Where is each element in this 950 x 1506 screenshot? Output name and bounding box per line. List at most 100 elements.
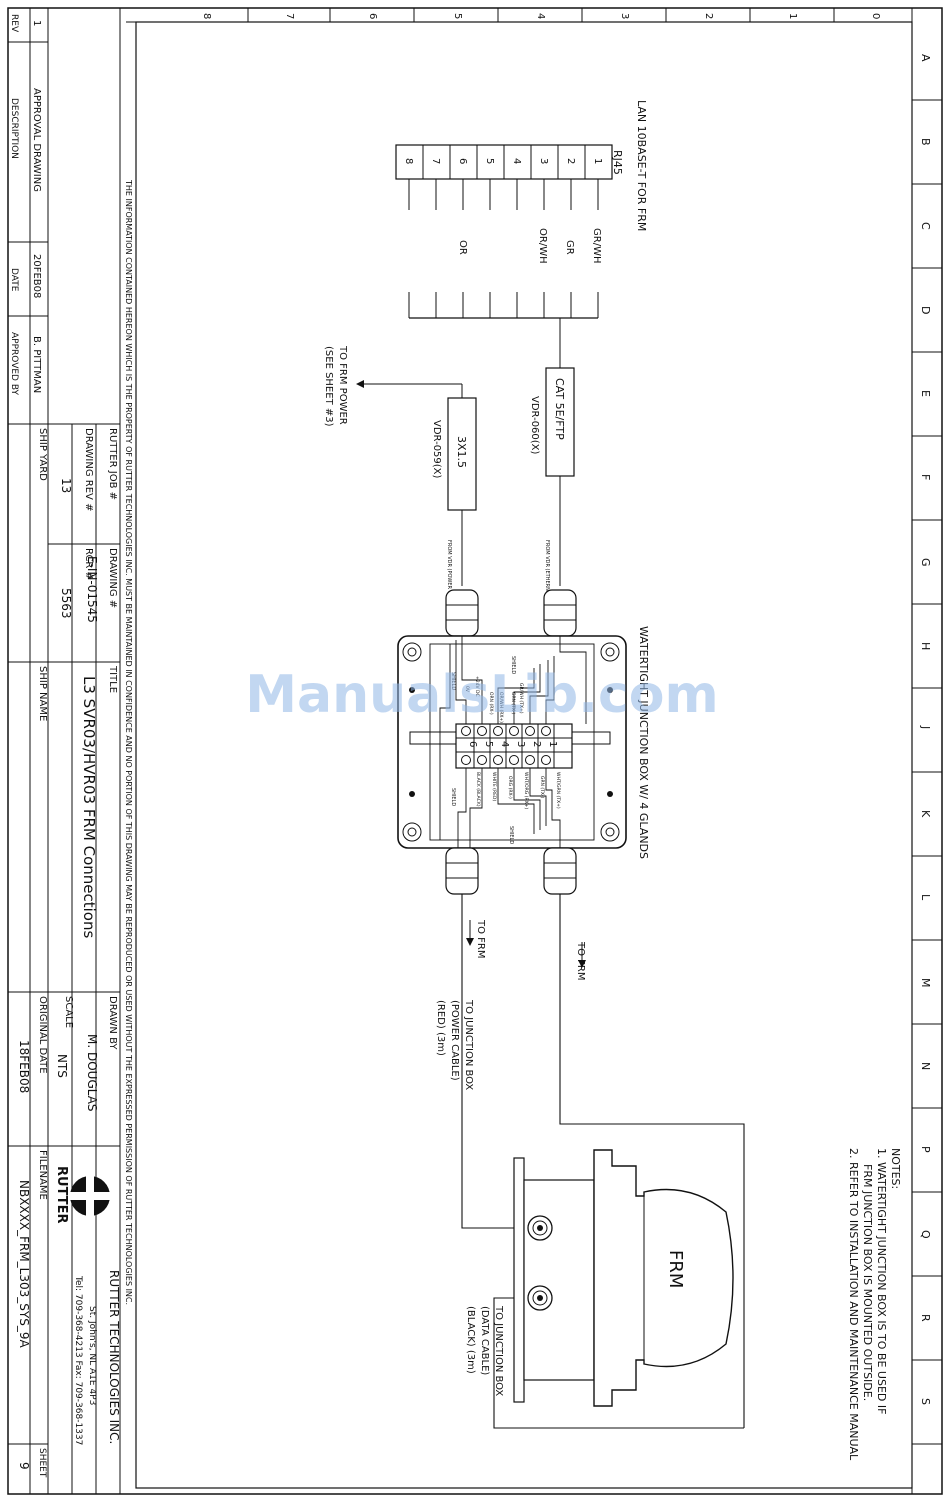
terminal-1: 1	[547, 741, 558, 747]
rutter-job-label: RUTTER JOB #	[107, 428, 118, 500]
grid-number-7: 7	[284, 13, 295, 19]
ship-name-label: SHIP NAME	[37, 666, 48, 721]
grid-letter-L: L	[919, 894, 932, 901]
junction-box: WATERTIGHT JUNCTION BOX W/ 4 GLANDS	[397, 589, 650, 895]
gland-bottom-power	[445, 847, 479, 895]
wire-in-label-1: GR/WH (TX+)	[518, 683, 524, 714]
wire-label-or: OR	[457, 240, 468, 255]
drawn-by-value: M. DOUGLAS	[85, 1034, 99, 1112]
notes-heading: NOTES:	[889, 1148, 902, 1189]
terminal-4: 4	[499, 741, 510, 747]
approved-by-header: APPROVED BY	[9, 332, 19, 396]
data-cable-label-1: TO JUNCTION BOX	[493, 1305, 504, 1396]
power-cable-box	[447, 397, 477, 511]
frm-unit: FRM	[513, 1149, 734, 1407]
rj45-pin-8: 8	[403, 158, 414, 164]
cat5-cable-box	[545, 367, 575, 477]
wire-in-label-2: GRN (TX-)	[510, 692, 516, 714]
rcr-label: RCR #	[83, 548, 94, 580]
shield-label-right: SHIELD	[450, 788, 456, 806]
approved-by-value: B. PITTMAN	[31, 336, 42, 393]
sheet-label: SHEET	[37, 1448, 47, 1478]
filename-label: FILENAME	[37, 1150, 48, 1200]
grid-number-4: 4	[535, 13, 546, 19]
terminal-block	[455, 723, 573, 769]
rev-header: REV	[9, 14, 19, 33]
wire-in-label-3: OR/WH (RX+)	[498, 692, 504, 723]
wire-out-label-6: BLACK (BLACK)	[475, 772, 481, 807]
grid-letter-R: R	[919, 1314, 932, 1322]
company-contact: Tel: 709-368-4213 Fax: 709-368-1337	[73, 1275, 83, 1445]
sheet-value: 9	[17, 1462, 31, 1470]
rj45-pin-3: 3	[538, 158, 549, 164]
grid-letter-S: S	[919, 1398, 932, 1405]
logo-text: RUTTER	[54, 1166, 69, 1224]
grid-letter-J: J	[919, 725, 932, 729]
rj45-pin-6: 6	[457, 158, 468, 164]
title-block: REV 1 DESCRIPTION APPROVAL DRAWING DATE …	[8, 8, 121, 1494]
wire-in-label-6: 0V	[464, 686, 470, 693]
frm-cables: TO FRM TO FRM TO JUNCTION BOX (POWER CAB…	[435, 894, 745, 1429]
cables: CAT 5E/FTP VDR-060(X) FROM VDR (ETHERNET…	[323, 318, 575, 617]
wire-in-label-5: +24V DC	[474, 676, 480, 697]
grid-letter-E: E	[919, 390, 932, 397]
filename-value: NBXXXX_FRM_L303_SYS_9A	[17, 1180, 31, 1348]
original-date-value: 18FEB08	[17, 1040, 31, 1093]
terminal-5: 5	[483, 741, 494, 747]
grid-letter-N: N	[919, 1062, 932, 1070]
note-line-1: 1. WATERTIGHT JUNCTION BOX IS TO BE USED…	[875, 1148, 888, 1414]
frm-power-arrow-icon	[356, 380, 364, 388]
grid-letter-M: M	[919, 978, 932, 988]
company-city: St. John's, NL A1E 4P3	[87, 1306, 97, 1405]
grid-letter-D: D	[919, 306, 932, 314]
drawn-by-label: DRAWN BY	[107, 996, 118, 1050]
rj45-pin-5: 5	[484, 158, 495, 164]
wire-out-label-4: ORG (RX-)	[507, 776, 513, 799]
terminal-2: 2	[531, 741, 542, 747]
rj45-pin-1: 1	[592, 158, 603, 164]
grid-number-1: 1	[787, 13, 798, 19]
wire-out-label-2: GRN (TX-)	[539, 776, 545, 798]
grid-letter-A: A	[919, 54, 932, 62]
rj45-pin-4: 4	[511, 158, 522, 164]
original-date-label: ORIGINAL DATE	[37, 996, 48, 1074]
lan-connector: LAN 10BASE-T FOR FRM RJ45 1 2 3 4 5 6 7 …	[395, 100, 648, 319]
drawing-title: L3 SVR03/HVR03 FRM Connections	[80, 676, 98, 938]
scale-label: SCALE	[63, 996, 74, 1028]
to-frm-label-data: TO FRM	[575, 941, 586, 981]
grid-letter-Q: Q	[919, 1230, 932, 1239]
grid-letter-B: B	[919, 138, 932, 146]
lan-title: LAN 10BASE-T FOR FRM	[635, 100, 648, 231]
frm-body-outline	[593, 1149, 734, 1407]
date-value: 20FEB08	[31, 254, 42, 298]
wire-label-or-wh: OR/WH	[537, 228, 548, 264]
description-value: APPROVAL DRAWING	[31, 88, 42, 192]
power-cable-label-1: TO JUNCTION BOX	[463, 999, 474, 1090]
frm-power-label-2: (SEE SHEET #3)	[323, 346, 334, 427]
note-line-2: FRM JUNCTION BOX IS MOUNTED OUTSIDE.	[861, 1164, 874, 1401]
drawing-rev-value: 13	[59, 478, 73, 493]
wire-label-gr: GR	[564, 240, 575, 255]
rj45-pin-7: 7	[430, 158, 441, 164]
wire-out-label-1: WHT/GRN (TX+)	[555, 772, 561, 809]
to-frm-label-power: TO FRM	[475, 919, 486, 959]
mounting-screw-icon	[600, 642, 620, 662]
data-cable-label-2: (DATA CABLE)	[479, 1306, 490, 1375]
description-header: DESCRIPTION	[9, 98, 19, 159]
grid-numbers: 8 7 6 5 4 3 2 1 0	[126, 8, 912, 23]
rj45-label: RJ45	[611, 150, 624, 175]
wire-in-label-4: ORN (RX-)	[488, 692, 494, 715]
gland-top-ethernet	[543, 589, 577, 637]
mounting-screw-icon	[600, 822, 620, 842]
gland-bottom-data	[543, 847, 577, 895]
frm-power-label-1: TO FRM POWER	[337, 345, 348, 425]
terminal-3: 3	[515, 741, 526, 747]
mounting-screw-icon	[402, 642, 422, 662]
drawing-number-value: E-IN-01545	[85, 556, 99, 623]
grid-number-0: 0	[870, 13, 881, 19]
note-line-3: 2. REFER TO INSTALLATION AND MAINTENANCE…	[847, 1148, 860, 1461]
watermark: ManualsLib.com	[245, 665, 718, 725]
power-source-label: FROM VDR (POWER CABLE)	[446, 540, 452, 609]
grid-letter-G: G	[919, 558, 932, 567]
grid-letter-K: K	[919, 810, 932, 818]
